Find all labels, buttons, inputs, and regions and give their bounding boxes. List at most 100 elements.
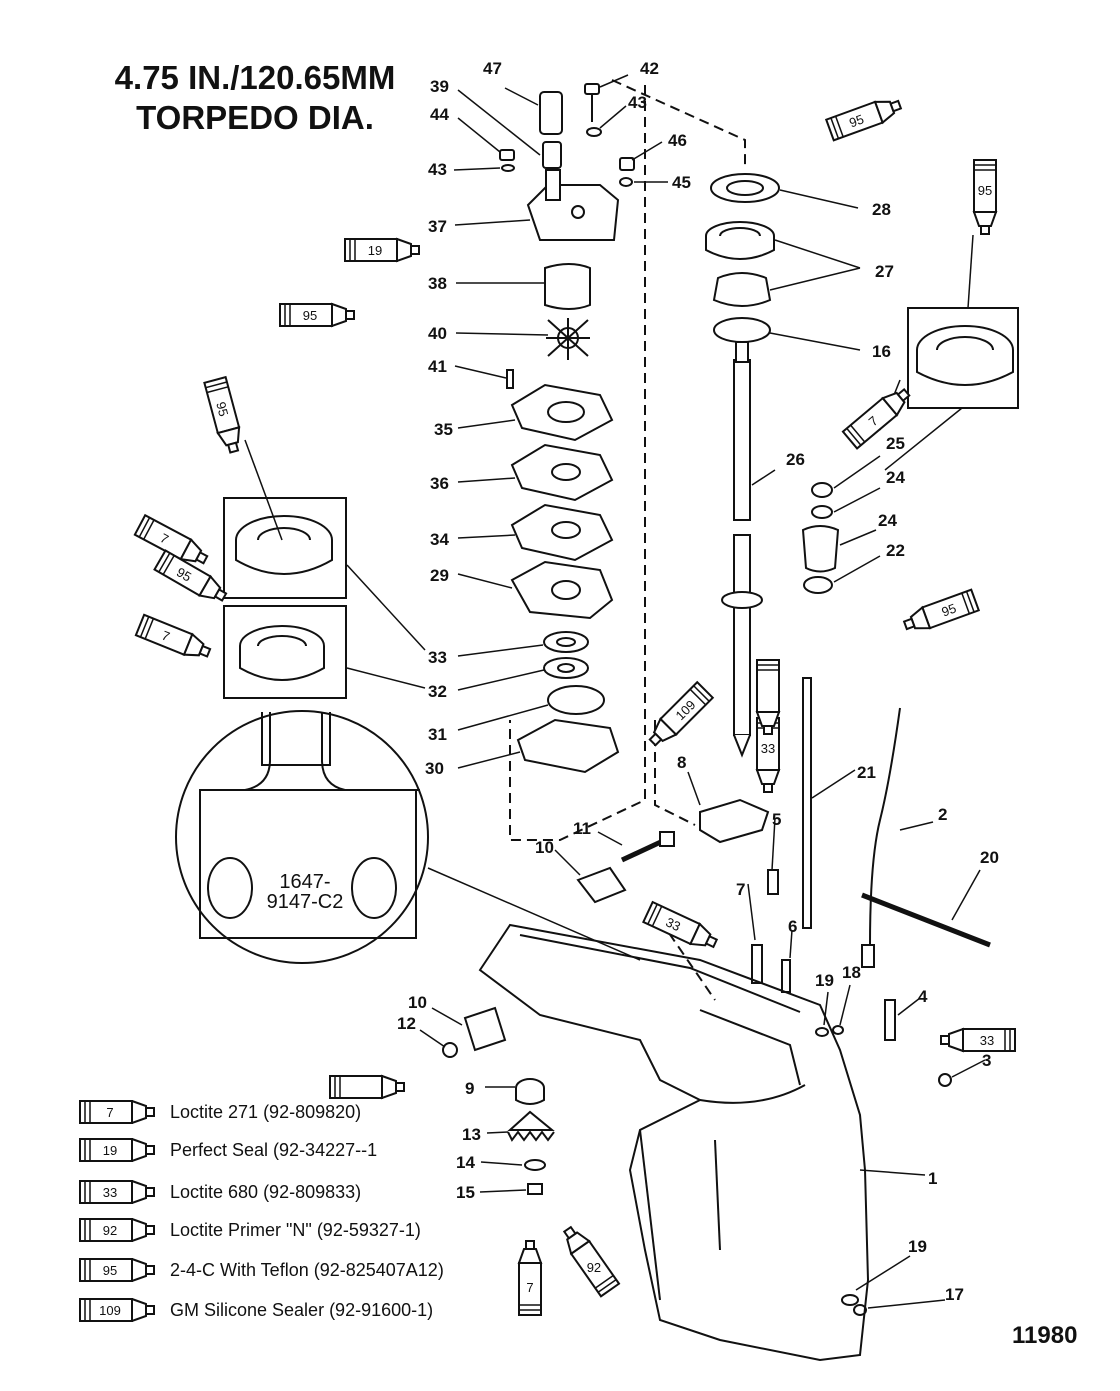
tube-33: 33 xyxy=(940,1028,1016,1052)
svg-text:19: 19 xyxy=(368,243,382,258)
callout: 8 xyxy=(677,753,686,772)
legend-row: 33 Loctite 680 (92-809833) xyxy=(78,1178,598,1206)
tube-33: 33 xyxy=(642,901,721,955)
tube-icon: 33 xyxy=(79,1180,155,1204)
anode-marking-detail xyxy=(175,710,641,964)
legend-row: 92 Loctite Primer "N" (92-59327-1) xyxy=(78,1216,598,1244)
legend-text: Perfect Seal (92-34227--1 xyxy=(170,1140,378,1160)
callout: 4 xyxy=(918,987,928,1006)
callout: 22 xyxy=(886,541,905,560)
tube-95: 95 xyxy=(279,303,355,327)
callout: 44 xyxy=(430,105,449,124)
callout: 41 xyxy=(428,357,447,376)
callout: 36 xyxy=(430,474,449,493)
tube-7: 7 xyxy=(518,1240,542,1316)
callout: 6 xyxy=(788,917,797,936)
svg-text:95: 95 xyxy=(303,308,317,323)
svg-text:95: 95 xyxy=(939,601,958,620)
legend-row: 19 Perfect Seal (92-34227--1 xyxy=(78,1136,598,1164)
tube-icon: 92 xyxy=(79,1218,155,1242)
callout: 12 xyxy=(397,1014,416,1033)
legend-row: 109 GM Silicone Sealer (92-91600-1) xyxy=(78,1296,598,1324)
svg-text:7: 7 xyxy=(526,1280,533,1295)
callout: 33 xyxy=(428,648,447,667)
seal-detail-insets xyxy=(223,307,1019,699)
leader-lines xyxy=(244,74,986,1309)
callout: 27 xyxy=(875,262,894,281)
tube-92: 92 xyxy=(557,1222,621,1298)
gear-housing xyxy=(478,923,870,1362)
tube-icon: 7 xyxy=(79,1100,155,1124)
tube-icon: 109 xyxy=(79,1298,155,1322)
callout: 3 xyxy=(982,1051,991,1070)
svg-text:19: 19 xyxy=(103,1143,117,1158)
callout: 43 xyxy=(628,93,647,112)
tube-7: 7 xyxy=(841,383,915,450)
callout: 45 xyxy=(672,173,691,192)
tube-33: 33 xyxy=(756,717,780,793)
callout: 42 xyxy=(640,59,659,78)
callout: 14 xyxy=(456,1153,475,1172)
tube-95: 95 xyxy=(203,376,246,456)
tube-95: 95 xyxy=(825,93,905,142)
legend-text: Loctite Primer "N" (92-59327-1) xyxy=(170,1220,421,1240)
tube-109: 109 xyxy=(643,681,714,752)
svg-text:33: 33 xyxy=(980,1033,994,1048)
legend-text: Loctite 271 (92-809820) xyxy=(170,1102,362,1122)
svg-text:33: 33 xyxy=(663,914,682,934)
callout: 26 xyxy=(786,450,805,469)
tube-icon: 95 xyxy=(79,1258,155,1282)
callout: 21 xyxy=(857,763,876,782)
callout: 35 xyxy=(434,420,453,439)
callout: 17 xyxy=(945,1285,964,1304)
svg-text:95: 95 xyxy=(847,111,866,130)
tube-19: 19 xyxy=(344,238,420,262)
callout: 18 xyxy=(842,963,861,982)
callout: 5 xyxy=(772,810,781,829)
sealant-tubes: 95 19 95 95 7 95 7 7 95 109 33 33 95 33 … xyxy=(133,93,1016,1316)
callout: 37 xyxy=(428,217,447,236)
svg-text:95: 95 xyxy=(174,564,194,584)
callout: 28 xyxy=(872,200,891,219)
tube-icon: 19 xyxy=(79,1138,155,1162)
callout: 7 xyxy=(736,880,745,899)
callout: 34 xyxy=(430,530,449,549)
callout: 2 xyxy=(938,805,947,824)
figure-number: 11980 xyxy=(1012,1322,1078,1349)
callout: 1 xyxy=(928,1169,937,1188)
legend-text: GM Silicone Sealer (92-91600-1) xyxy=(170,1300,434,1320)
callout: 9 xyxy=(465,1079,474,1098)
svg-text:109: 109 xyxy=(99,1303,121,1318)
callout: 15 xyxy=(456,1183,475,1202)
callout: 32 xyxy=(428,682,447,701)
callout: 40 xyxy=(428,324,447,343)
tube-7: 7 xyxy=(133,514,212,571)
callout: 39 xyxy=(430,77,449,96)
svg-text:95: 95 xyxy=(213,400,231,418)
svg-text:33: 33 xyxy=(103,1185,117,1200)
callout: 10 xyxy=(408,993,427,1012)
tube-7: 7 xyxy=(134,613,214,664)
svg-text:33: 33 xyxy=(761,741,775,756)
tube-95: 95 xyxy=(900,588,980,637)
tube-95-bearing xyxy=(329,1075,405,1099)
svg-text:7: 7 xyxy=(106,1105,113,1120)
callout: 30 xyxy=(425,759,444,778)
title-line2: TORPEDO DIA. xyxy=(136,99,374,136)
water-pump-assembly xyxy=(499,83,635,774)
diagram-title: 4.75 IN./120.65MM TORPEDO DIA. xyxy=(100,58,410,138)
detail-marking-line1: 1647- xyxy=(279,871,330,893)
tube-95-shaft xyxy=(756,659,780,735)
tube-95: 95 xyxy=(153,549,231,608)
callout: 25 xyxy=(886,434,905,453)
legend-text: Loctite 680 (92-809833) xyxy=(170,1182,362,1202)
callout: 13 xyxy=(462,1125,481,1144)
callout-numbers: 47 42 39 43 44 43 46 45 37 38 40 41 35 3… xyxy=(397,59,999,1304)
callout: 19 xyxy=(815,971,834,990)
legend-text: 2-4-C With Teflon (92-825407A12) xyxy=(170,1260,444,1280)
callout: 38 xyxy=(428,274,447,293)
callout: 31 xyxy=(428,725,447,744)
callout: 46 xyxy=(668,131,687,150)
callout: 10 xyxy=(535,838,554,857)
